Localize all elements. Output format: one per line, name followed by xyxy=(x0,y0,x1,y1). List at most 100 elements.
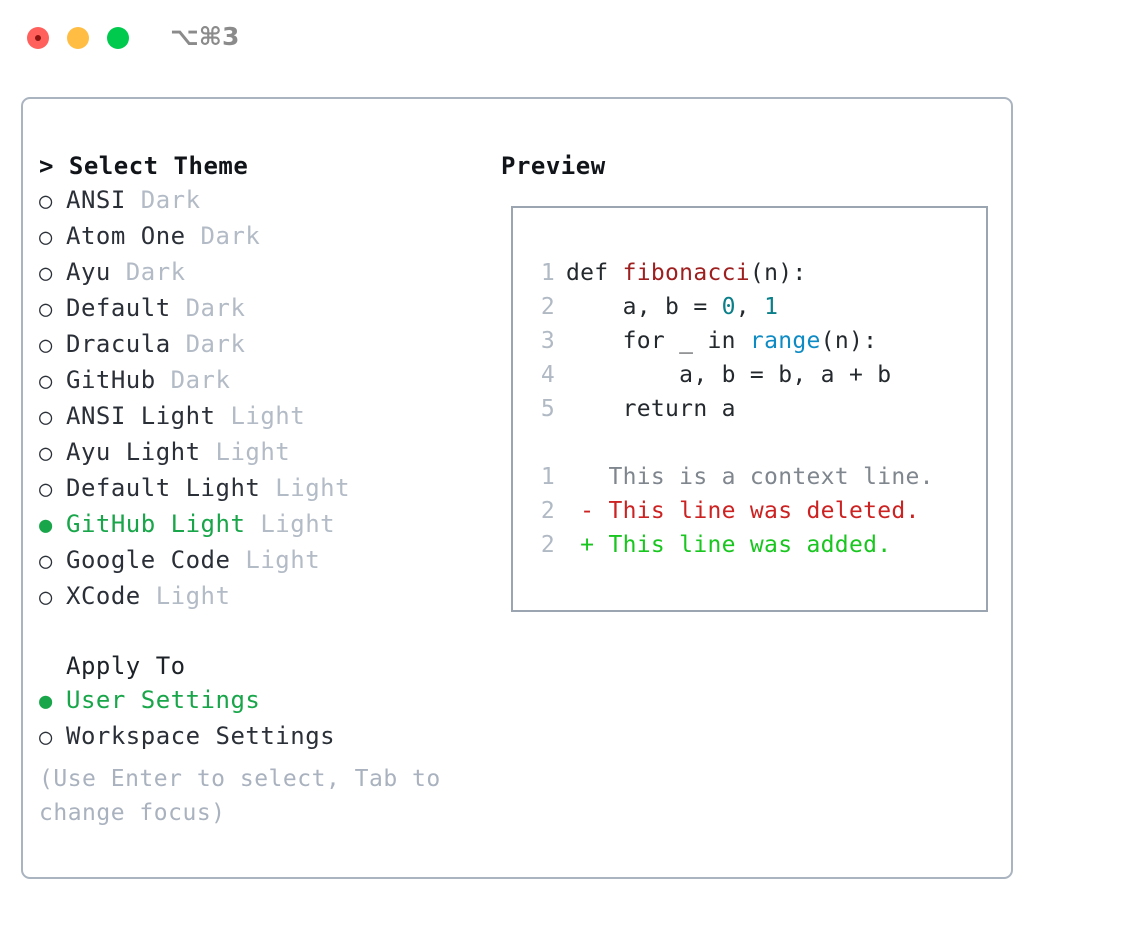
code-token: 1 xyxy=(764,294,779,320)
theme-option-ayu-light[interactable]: ○Ayu Light Light xyxy=(39,435,489,471)
code-line-text: - This line was deleted. xyxy=(555,494,920,528)
code-line: 1 This is a context line. xyxy=(527,460,934,494)
code-line-number: 2 xyxy=(540,294,555,320)
apply-option-workspace-settings[interactable]: ○ Workspace Settings xyxy=(39,719,489,755)
code-token: fibonacci xyxy=(622,260,750,286)
left-column: > Select Theme ○ANSI Dark○Atom One Dark○… xyxy=(39,149,489,755)
theme-option-label: ANSI xyxy=(66,186,126,214)
theme-variant-tag: Dark xyxy=(110,258,186,286)
theme-option-label: GitHub xyxy=(66,366,156,394)
theme-option-github[interactable]: ○GitHub Dark xyxy=(39,363,489,399)
theme-option-label: Google Code xyxy=(66,546,231,574)
theme-variant-tag: Dark xyxy=(185,222,261,250)
select-theme-heading: > Select Theme xyxy=(39,152,249,180)
code-line: 5 return a xyxy=(527,392,934,426)
close-window-button[interactable] xyxy=(27,27,49,49)
code-line-text: + This line was added. xyxy=(555,528,891,562)
code-token: return a xyxy=(566,396,736,422)
theme-selector-panel: > Select Theme ○ANSI Dark○Atom One Dark○… xyxy=(21,97,1013,879)
keyboard-shortcut-label: ⌥⌘3 xyxy=(170,22,240,51)
code-token: for _ in xyxy=(566,328,750,354)
radio-unselected-icon: ○ xyxy=(39,477,53,502)
preview-heading: Preview xyxy=(501,152,606,180)
theme-option-label: Atom One xyxy=(66,222,186,250)
code-line-number: 1 xyxy=(540,260,555,286)
code-line-number: 2 xyxy=(540,498,555,524)
theme-option-label: Default xyxy=(66,294,171,322)
minimize-window-button[interactable] xyxy=(67,27,89,49)
code-token xyxy=(566,430,580,456)
code-token: + This line was added. xyxy=(566,532,892,558)
code-line-number xyxy=(527,426,555,460)
theme-option-dracula[interactable]: ○ Dracula Dark xyxy=(39,327,489,363)
theme-variant-tag: Dark xyxy=(170,294,246,322)
radio-unselected-icon: ○ xyxy=(39,549,53,574)
theme-variant-tag: Light xyxy=(215,402,306,430)
code-line-text: a, b = 0, 1 xyxy=(555,290,778,324)
code-line-text: for _ in range(n): xyxy=(555,324,877,358)
code-token: a, b = b, a + b xyxy=(566,362,892,388)
theme-variant-tag: Dark xyxy=(170,330,246,358)
radio-unselected-icon: ○ xyxy=(39,725,53,750)
theme-option-ansi[interactable]: ○ ANSI Dark xyxy=(39,183,489,219)
theme-option-label: GitHub Light xyxy=(66,510,246,538)
code-line-number: 3 xyxy=(540,328,555,354)
code-token: This is a context line. xyxy=(566,464,934,490)
theme-option-label: Default Light xyxy=(66,474,261,502)
theme-option-xcode[interactable]: ○ XCode Light xyxy=(39,579,489,615)
theme-option-google-code[interactable]: ○ Google Code Light xyxy=(39,543,489,579)
code-line: 2 - This line was deleted. xyxy=(527,494,934,528)
theme-option-label: Dracula xyxy=(66,330,171,358)
code-line-number: 4 xyxy=(540,362,555,388)
theme-option-ansi-light[interactable]: ○ANSI Light Light xyxy=(39,399,489,435)
radio-selected-icon: ● xyxy=(39,689,53,714)
theme-variant-tag: Light xyxy=(260,474,351,502)
code-line: 4 a, b = b, a + b xyxy=(527,358,934,392)
theme-variant-tag: Light xyxy=(140,582,231,610)
theme-option-ayu[interactable]: ○ Ayu Dark xyxy=(39,255,489,291)
maximize-window-button[interactable] xyxy=(107,27,129,49)
theme-option-label: XCode xyxy=(66,582,141,610)
theme-option-github-light[interactable]: ●GitHub Light Light xyxy=(39,507,489,543)
apply-option-label: User Settings xyxy=(66,686,261,714)
code-token: (n): xyxy=(749,260,807,286)
keyboard-hint-text: (Use Enter to select, Tab to change focu… xyxy=(39,766,441,826)
radio-unselected-icon: ○ xyxy=(39,585,53,610)
code-line-text: a, b = b, a + b xyxy=(555,358,891,392)
radio-unselected-icon: ○ xyxy=(39,333,53,358)
code-line: 2 + This line was added. xyxy=(527,528,934,562)
radio-unselected-icon: ○ xyxy=(39,405,53,430)
code-token: 0 xyxy=(721,294,736,320)
theme-variant-tag: Light xyxy=(200,438,291,466)
theme-list[interactable]: ○ANSI Dark○Atom One Dark○Ayu Dark○Defaul… xyxy=(39,183,489,615)
theme-option-default[interactable]: ○Default Dark xyxy=(39,291,489,327)
radio-unselected-icon: ○ xyxy=(39,261,53,286)
code-line-number: 5 xyxy=(540,396,555,422)
theme-variant-tag: Dark xyxy=(155,366,231,394)
theme-variant-tag: Light xyxy=(230,546,321,574)
apply-to-heading: Apply To xyxy=(66,652,186,680)
radio-unselected-icon: ○ xyxy=(39,225,53,250)
apply-option-label: Workspace Settings xyxy=(66,722,336,750)
theme-variant-tag: Dark xyxy=(125,186,201,214)
apply-to-list[interactable]: ● User Settings ○ Workspace Settings xyxy=(39,683,489,755)
theme-option-atom-one[interactable]: ○ Atom One Dark xyxy=(39,219,489,255)
radio-selected-icon: ● xyxy=(39,513,53,538)
apply-option-user-settings[interactable]: ● User Settings xyxy=(39,683,489,719)
code-line-text: This is a context line. xyxy=(555,460,934,494)
theme-option-label: Ayu xyxy=(66,258,111,286)
title-bar: ⌥⌘3 xyxy=(0,0,1140,78)
code-line-text: def fibonacci(n): xyxy=(555,256,807,290)
code-token: def xyxy=(566,260,623,286)
code-line-number: 2 xyxy=(540,532,555,558)
code-line-text xyxy=(555,426,580,460)
theme-option-default-light[interactable]: ○ Default Light Light xyxy=(39,471,489,507)
code-line xyxy=(527,426,934,460)
radio-unselected-icon: ○ xyxy=(39,189,53,214)
code-line-text: return a xyxy=(555,392,736,426)
